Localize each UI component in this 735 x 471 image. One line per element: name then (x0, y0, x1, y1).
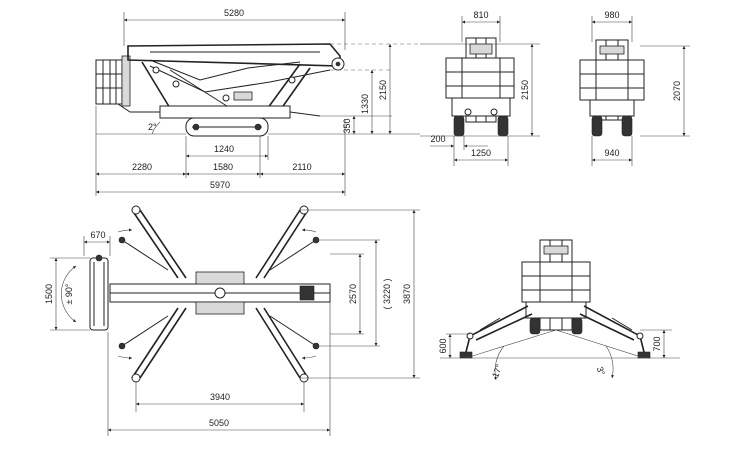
dim-rear-bottom: 940 (591, 136, 633, 166)
front-view: 810 2150 200 1250 (420, 10, 540, 166)
dim-rear-width-top: 980 (591, 10, 633, 42)
dim-text-3870: 3870 (402, 284, 412, 304)
dim-text-angle: 2° (148, 122, 157, 132)
dim-text-1580: 1580 (213, 162, 233, 172)
dim-text-front-2150: 2150 (520, 80, 530, 100)
dim-text-5970: 5970 (210, 180, 230, 190)
side-chassis (140, 105, 321, 137)
dim-front-bottom: 200 1250 (430, 134, 509, 166)
dim-text-rotation: ± 90° (64, 283, 74, 304)
dim-text-350: 350 (342, 118, 352, 133)
dim-text-3220: ( 3220 ) (382, 278, 392, 309)
dim-text-1500: 1500 (44, 284, 54, 304)
dim-plan-bottom: 3940 5050 (107, 302, 331, 436)
rear-view: 980 2070 940 (579, 10, 690, 166)
dim-text-3940: 3940 (210, 392, 230, 402)
dim-plan-670: 670 (83, 230, 111, 256)
dim-plan-verticals: 2570 ( 3220 ) 3870 (300, 209, 420, 379)
dim-text-200: 200 (430, 134, 445, 144)
dim-text-2110: 2110 (292, 162, 311, 172)
dim-text-1240: 1240 (214, 144, 234, 154)
dim-text-5280: 5280 (224, 8, 244, 18)
dim-side-verticals: 2150 1330 350 (268, 43, 420, 135)
side-basket (95, 55, 140, 113)
dim-text-980: 980 (604, 10, 619, 20)
dim-text-670: 670 (90, 230, 105, 240)
dim-text-600: 600 (438, 338, 448, 353)
dim-text-2280: 2280 (132, 162, 152, 172)
dim-front-width-top: 810 (461, 10, 501, 42)
dim-outr-700: 700 (640, 329, 672, 358)
dim-text-1330: 1330 (360, 94, 370, 114)
dim-outr-600: 600 (438, 333, 470, 358)
dim-text-2070: 2070 (672, 81, 682, 101)
dim-text-700: 700 (652, 336, 662, 351)
outrigger-view: 600 700 17° 3° (438, 239, 680, 381)
dim-plan-1500: 1500 ± 90° (44, 257, 90, 331)
plan-outriggers (118, 205, 320, 383)
dim-side-bottom: 1240 2280 1580 2110 5970 (95, 106, 346, 196)
side-boom (127, 43, 345, 119)
dim-text-17deg: 17° (490, 362, 504, 379)
dim-text-940: 940 (604, 148, 619, 158)
dim-text-2570: 2570 (348, 284, 358, 304)
side-view: 5280 (95, 8, 420, 196)
dim-text-810: 810 (473, 10, 488, 20)
dim-text-2150: 2150 (378, 80, 388, 100)
dim-text-3deg: 3° (595, 365, 607, 377)
dim-outr-angles: 17° 3° (490, 345, 615, 381)
dim-text-5050: 5050 (209, 418, 229, 428)
dim-side-angle: 2° (96, 121, 186, 135)
dim-text-1250: 1250 (471, 148, 491, 158)
dim-side-length-top: 5280 (123, 8, 346, 50)
plan-view: 670 1500 ± 90° 2570 ( 3220 ) 3870 (44, 205, 420, 436)
